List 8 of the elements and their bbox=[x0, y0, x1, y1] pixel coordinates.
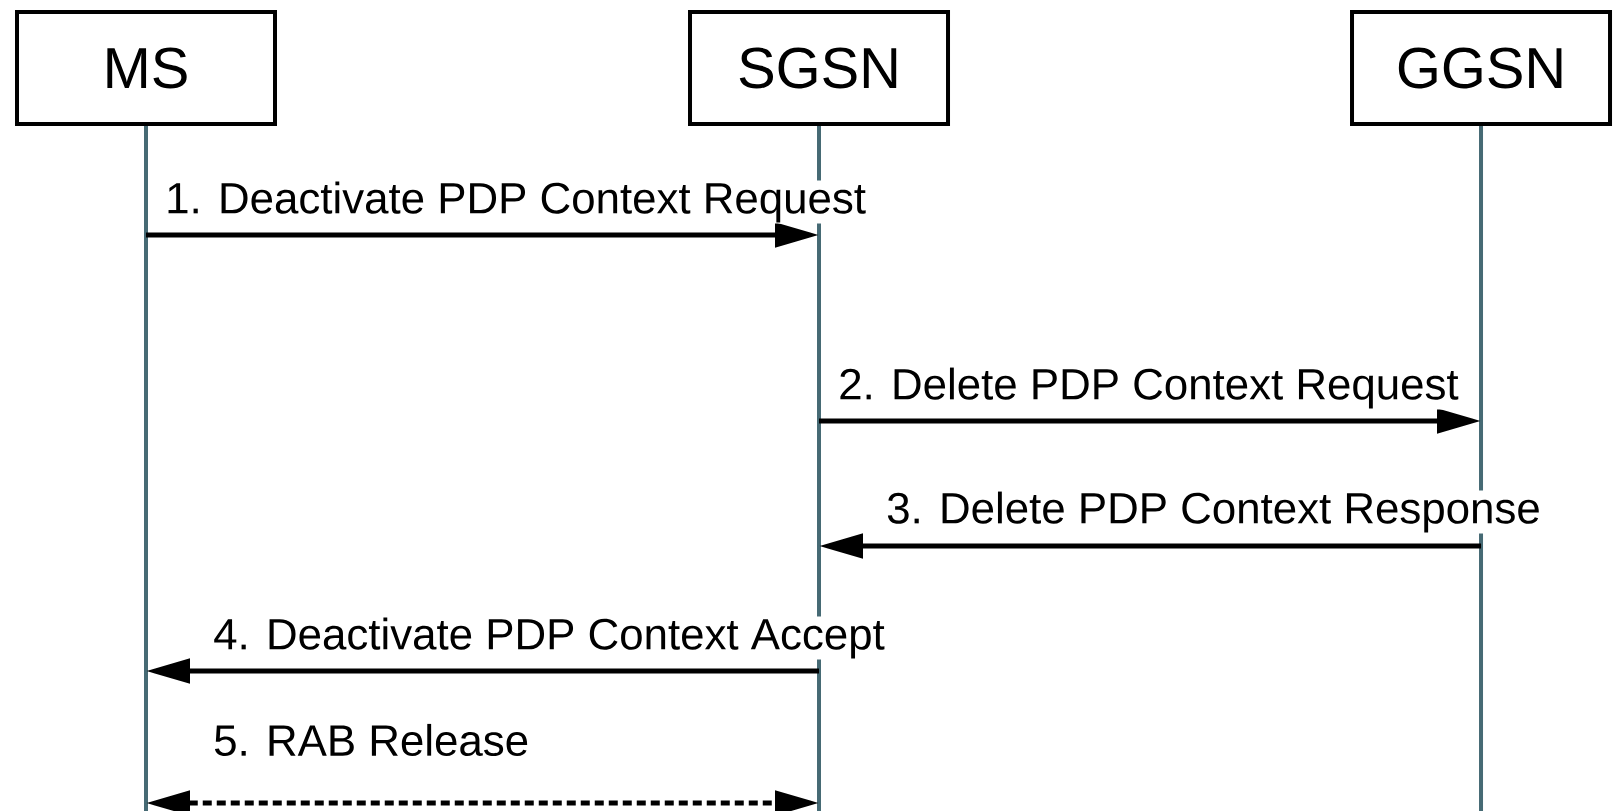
message-label: 2. Delete PDP Context Request bbox=[837, 366, 1460, 410]
participant-box: GGSN bbox=[1350, 10, 1612, 126]
message-label: 4. Deactivate PDP Context Accept bbox=[212, 616, 886, 660]
participant-box: SGSN bbox=[688, 10, 950, 126]
message-label: 1. Deactivate PDP Context Request bbox=[164, 180, 868, 224]
message-label: 3. Delete PDP Context Response bbox=[885, 490, 1542, 534]
message-label: 5. RAB Release bbox=[212, 722, 531, 758]
participant-box: MS bbox=[15, 10, 277, 126]
